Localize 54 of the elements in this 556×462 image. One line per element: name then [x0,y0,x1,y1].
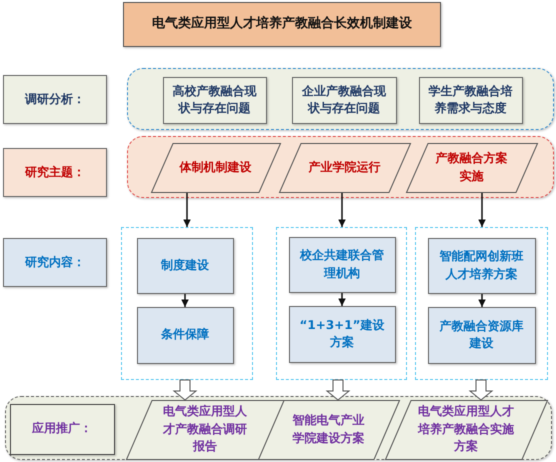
node-text: 条件保障 [160,326,210,344]
node-text: 体制机制建设 [178,158,252,176]
group-panel [5,396,552,460]
group-panel [127,136,554,198]
node-text: “1+3+1”建设方案 [298,316,386,351]
arrow [338,193,346,227]
row-label [10,404,114,454]
row-label [3,75,107,124]
title-box [123,2,441,47]
row-label [3,238,107,287]
node-text: 研究主题： [24,164,86,181]
node-text: 调研分析： [24,90,86,108]
hollow-arrow [326,380,350,401]
group-frame [276,227,407,380]
node-text: 高校产教融合现状与存在问题 [172,82,258,117]
topic-parallelogram [150,142,280,192]
hollow-arrow [468,380,494,401]
process-box [418,76,522,124]
arrow [183,193,191,227]
process-box [428,306,536,364]
node-text: 企业产教融合现状与存在问题 [300,82,387,117]
process-box [428,238,536,294]
node-text: 电气类应用型人才产教融合调研报告 [162,403,248,456]
node-text: 电气类应用型人才培养产教融合长效机制建设 [151,15,413,34]
node-text: 电气类应用型人才培养产教融合实施方案 [416,403,515,456]
node-text: 智能配网创新班人才培养方案 [438,248,524,282]
node-text: 学生产教融合培养需求与态度 [428,82,514,117]
group-frame [121,227,253,380]
node-text: 应用推广： [31,420,93,438]
process-box [292,76,396,124]
topic-parallelogram [406,142,538,192]
node-text: 校企共建联合管理机构 [298,247,385,282]
node-text: 产教融合方案实施 [434,150,508,184]
process-box [288,236,396,292]
node-text: 智能电气产业学院建设方案 [292,412,366,446]
process-box [162,76,266,124]
arrow [478,294,486,307]
process-box [136,238,234,294]
group-frame [415,227,548,380]
node-text: 制度建设 [160,256,210,274]
result-parallelogram [384,400,548,460]
node-text: 产业学院运行 [308,158,382,176]
node-text: 产教融合资源库建设 [438,318,524,352]
process-box [288,306,396,362]
result-parallelogram [258,400,400,460]
process-box [136,306,234,364]
arrow [181,294,189,307]
topic-parallelogram [278,142,410,192]
row-label [3,148,107,197]
node-text: 研究内容： [24,254,86,271]
arrow [478,193,486,227]
hollow-arrow [172,380,198,401]
arrow [338,293,346,306]
group-panel [127,68,554,130]
